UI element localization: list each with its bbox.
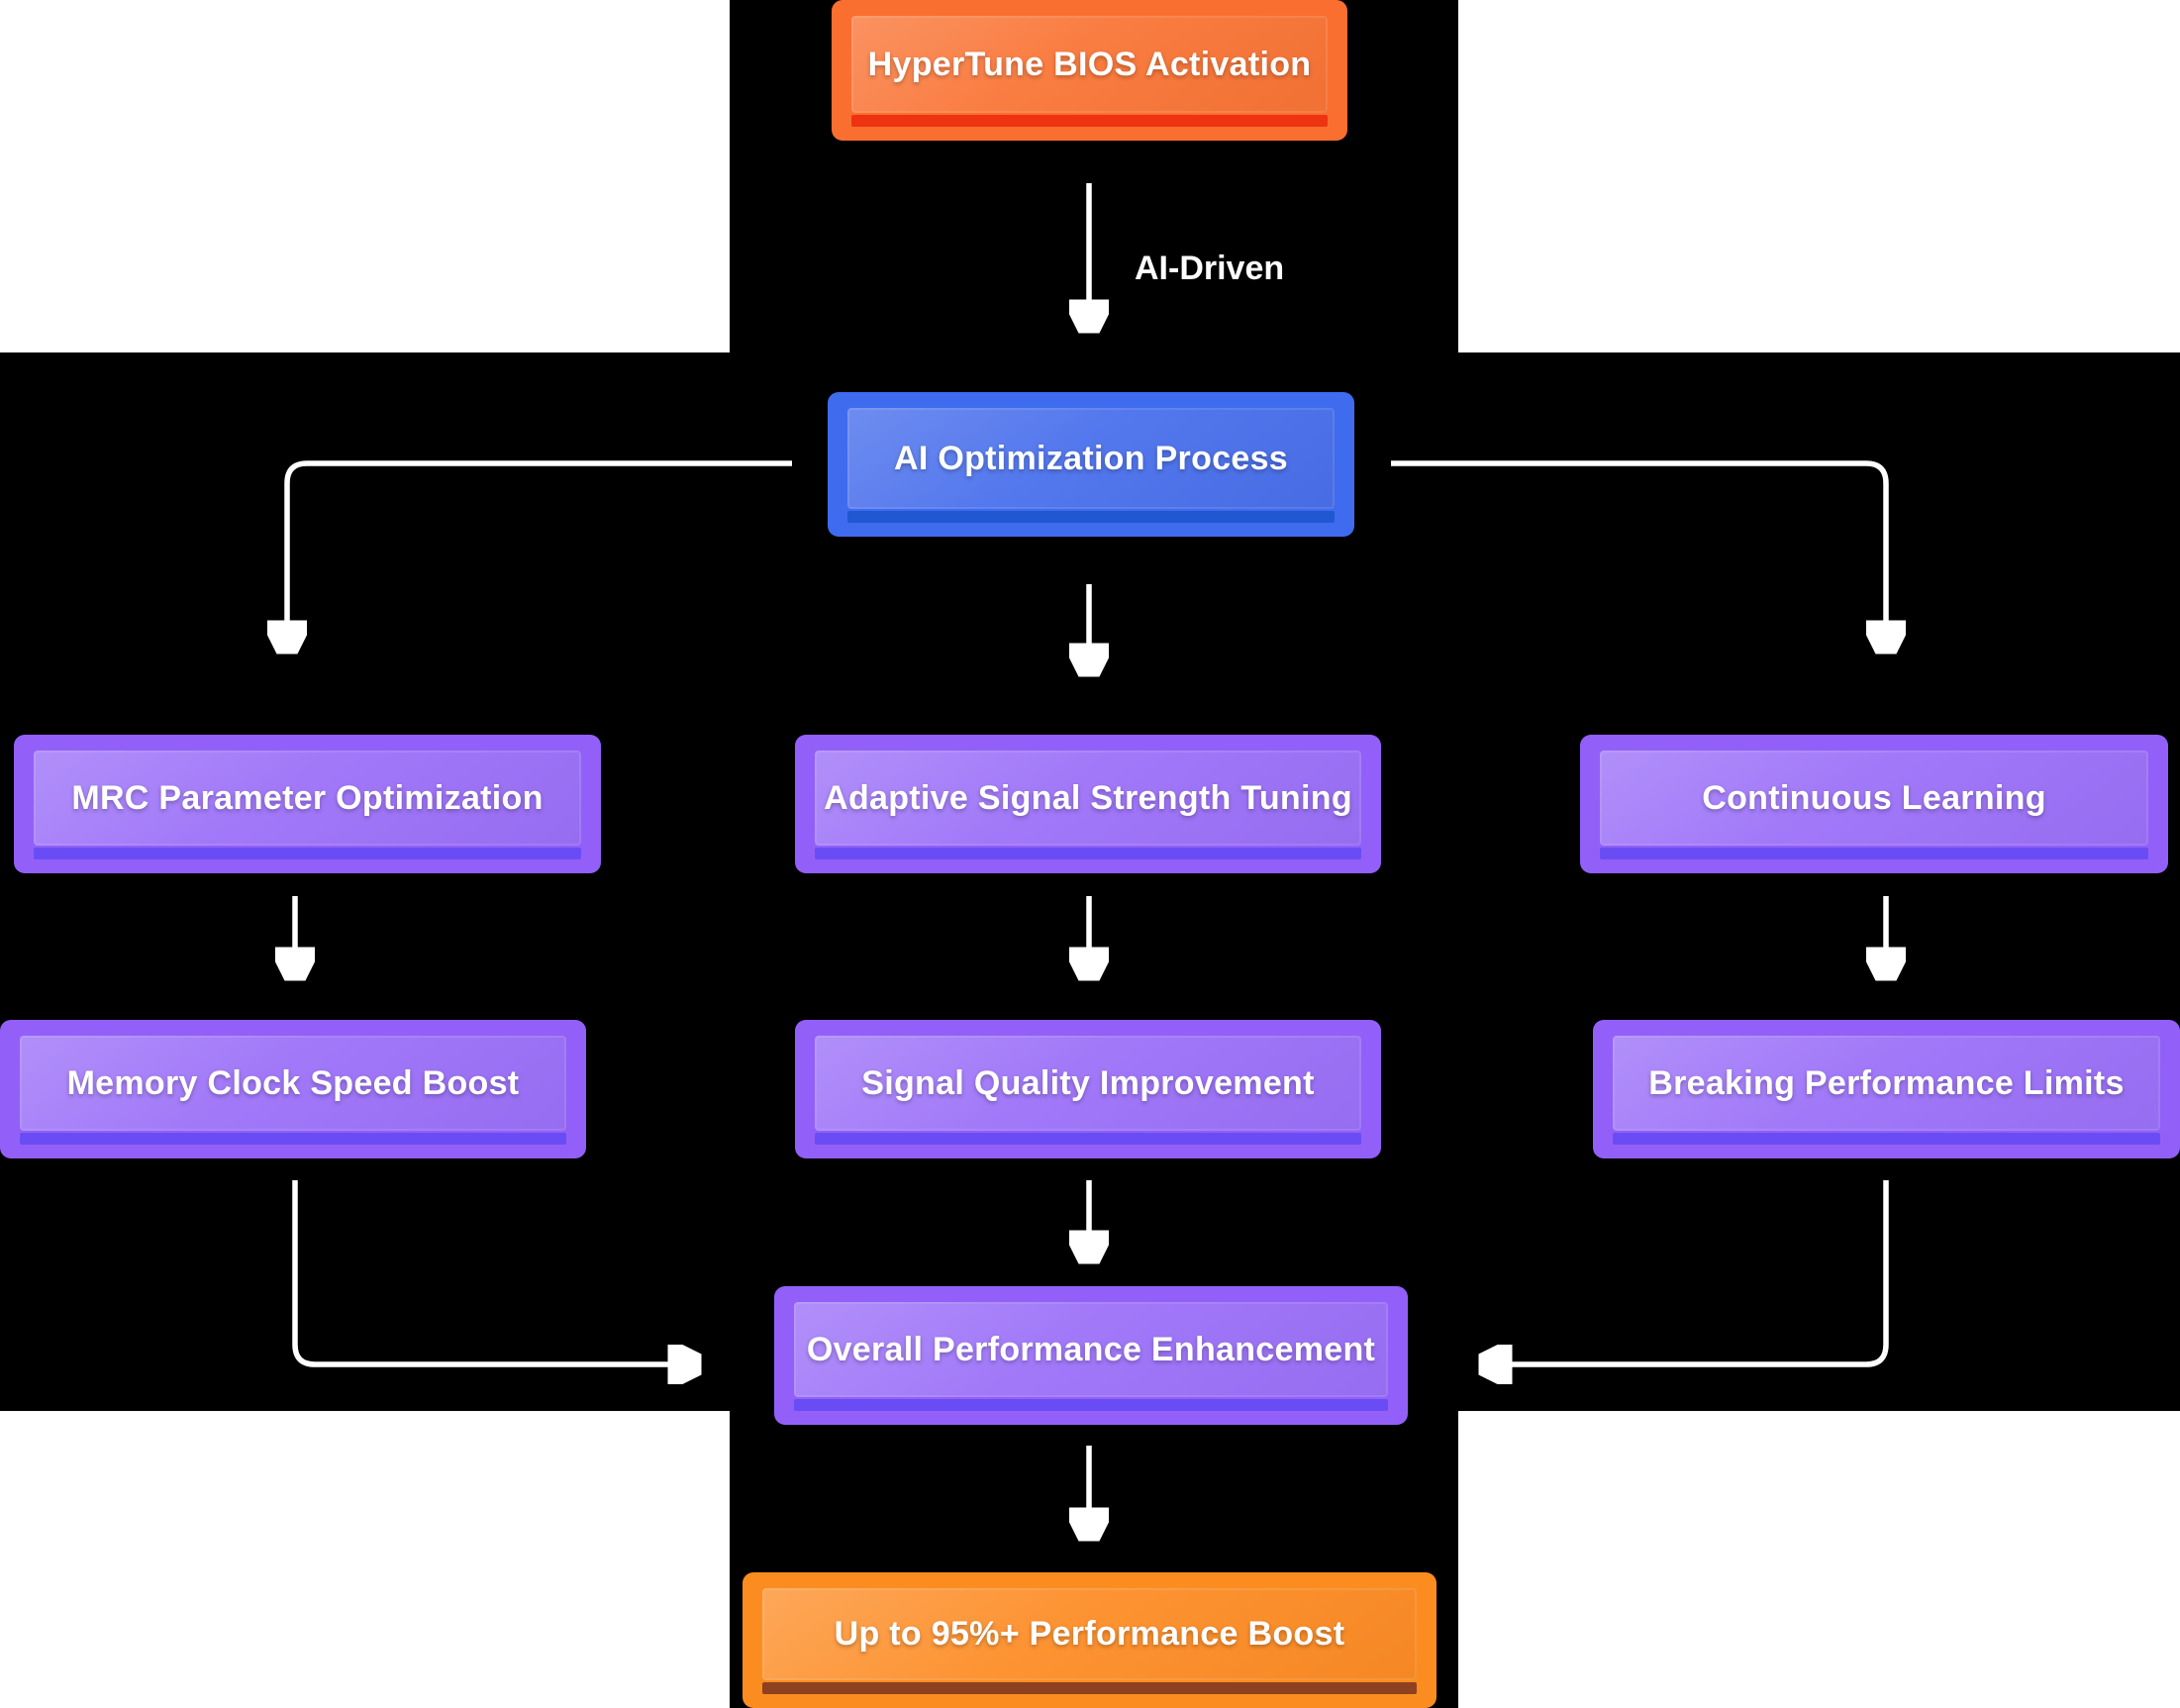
node-inner-panel: MRC Parameter Optimization [34,751,581,846]
node-label: Memory Clock Speed Boost [66,1063,520,1102]
node-label: HyperTune BIOS Activation [867,45,1312,83]
node-accent-strip [1613,1133,2160,1145]
node-overall-performance-enhancement: Overall Performance Enhancement [774,1286,1408,1425]
node-label: Signal Quality Improvement [861,1063,1315,1102]
node-label: Up to 95%+ Performance Boost [834,1615,1345,1653]
node-label: Continuous Learning [1702,778,2046,817]
node-accent-strip [847,511,1335,523]
node-inner-panel: Breaking Performance Limits [1613,1036,2160,1131]
node-label: Overall Performance Enhancement [806,1330,1376,1368]
node-continuous-learning: Continuous Learning [1580,735,2168,873]
edge-memory-to-overall [292,1180,693,1364]
edge-label-ai-driven: AI-Driven [1135,250,1285,287]
node-signal-quality-improvement: Signal Quality Improvement [795,1020,1381,1158]
node-accent-strip [762,1682,1417,1694]
node-inner-panel: Signal Quality Improvement [815,1036,1361,1131]
node-accent-strip [794,1399,1388,1411]
node-performance-boost-result: Up to 95%+ Performance Boost [743,1572,1437,1708]
node-label: Adaptive Signal Strength Tuning [824,778,1352,817]
node-inner-panel: HyperTune BIOS Activation [851,16,1328,113]
node-accent-strip [851,115,1328,127]
node-inner-panel: AI Optimization Process [847,408,1335,509]
node-label: MRC Parameter Optimization [71,778,544,817]
node-accent-strip [20,1133,566,1145]
node-adaptive-signal-strength-tuning: Adaptive Signal Strength Tuning [795,735,1381,873]
node-inner-panel: Up to 95%+ Performance Boost [762,1588,1417,1680]
node-inner-panel: Overall Performance Enhancement [794,1302,1388,1397]
node-ai-optimization-process: AI Optimization Process [828,392,1354,537]
node-inner-panel: Adaptive Signal Strength Tuning [815,751,1361,846]
node-accent-strip [1600,848,2148,859]
node-accent-strip [34,848,581,859]
node-label: AI Optimization Process [894,439,1288,477]
node-mrc-parameter-optimization: MRC Parameter Optimization [14,735,601,873]
node-breaking-performance-limits: Breaking Performance Limits [1593,1020,2180,1158]
node-inner-panel: Continuous Learning [1600,751,2148,846]
node-accent-strip [815,848,1361,859]
node-inner-panel: Memory Clock Speed Boost [20,1036,566,1131]
node-label: Breaking Performance Limits [1648,1063,2125,1102]
edge-breaking-to-overall [1487,1180,1889,1364]
node-accent-strip [815,1133,1361,1145]
node-memory-clock-speed-boost: Memory Clock Speed Boost [0,1020,586,1158]
edge-process-to-mrc [287,460,792,646]
edge-process-to-continuous [1391,460,1886,646]
node-hypertune-bios-activation: HyperTune BIOS Activation [832,0,1347,141]
